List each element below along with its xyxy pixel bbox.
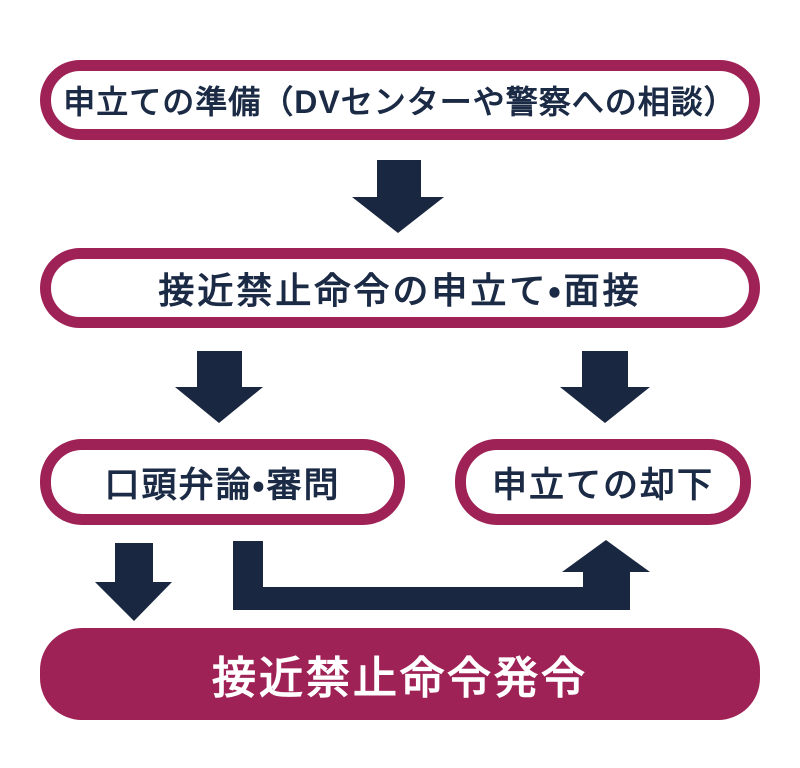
elbow-up-arrow-hearing-to-dismissal-icon [233,540,650,610]
node-hearing-label: 口頭弁論・審問 [104,465,341,505]
down-arrow-filing-to-hearing-icon [175,351,263,423]
down-arrow-filing-to-dismissal-icon [560,351,650,423]
node-dismissal: 申立ての却下 [455,439,751,525]
down-arrow-prepare-to-filing-icon [352,160,444,233]
node-prepare: 申立ての準備（DVセンターや警察への相談） [40,60,760,140]
node-issuance: 接近禁止命令発令 [40,628,760,720]
down-arrow-hearing-to-issuance-icon [95,543,172,621]
node-prepare-label: 申立ての準備（DVセンターや警察への相談） [63,84,737,120]
node-filing-label: 接近禁止命令の申立て・面接 [158,270,642,311]
node-dismissal-label: 申立ての却下 [491,465,714,505]
node-issuance-label: 接近禁止命令発令 [212,654,588,703]
node-hearing: 口頭弁論・審問 [40,439,405,525]
node-filing: 接近禁止命令の申立て・面接 [40,248,760,328]
